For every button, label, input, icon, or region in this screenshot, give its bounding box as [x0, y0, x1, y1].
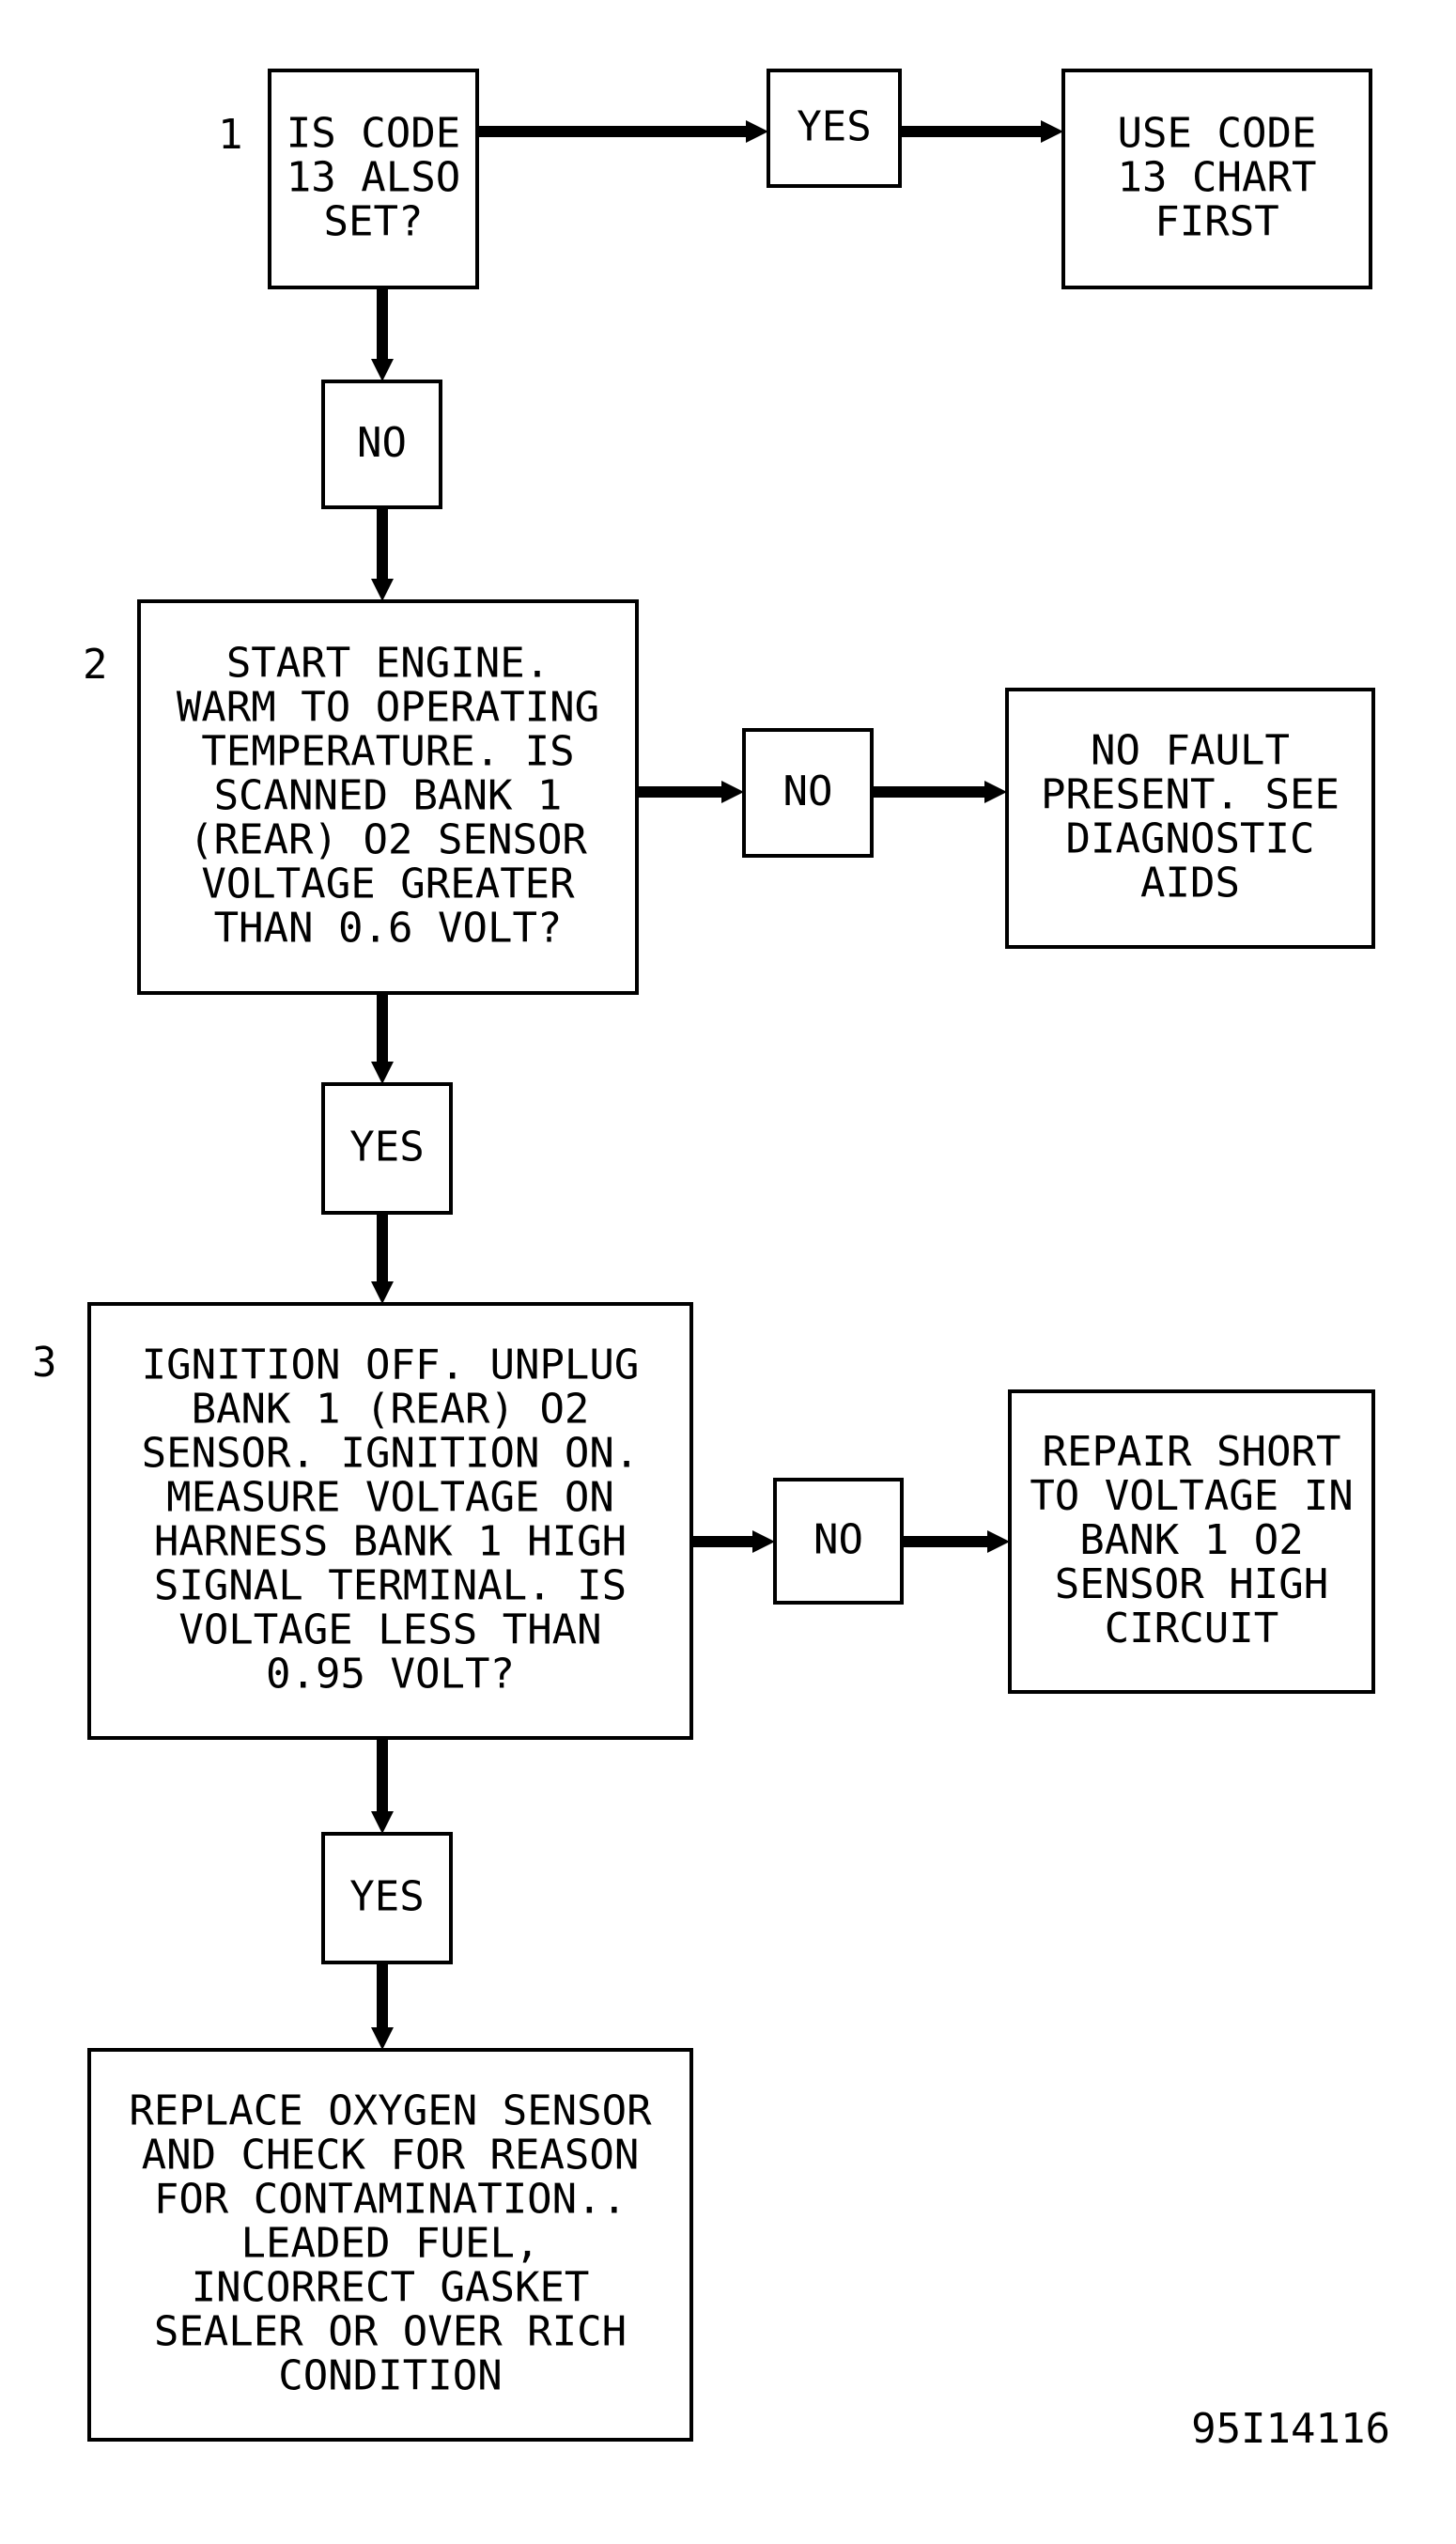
- box-text-line: BANK 1 (REAR) O2: [192, 1386, 590, 1434]
- box-text-line: VOLTAGE LESS THAN: [178, 1606, 601, 1654]
- box-text-line: YES: [349, 1873, 424, 1921]
- box-text-line: TO VOLTAGE IN: [1030, 1472, 1353, 1520]
- arrow-yes-to-replace-sensor: [371, 1962, 394, 2050]
- box-text-line: HARNESS BANK 1 HIGH: [154, 1518, 627, 1566]
- box-text-line: NO: [783, 768, 833, 815]
- box-text-line: IS CODE: [287, 110, 460, 158]
- box-text-line: AIDS: [1140, 860, 1240, 907]
- box-text-line: THAN 0.6 VOLT?: [214, 905, 563, 953]
- box-text-line: SENSOR HIGH: [1055, 1560, 1328, 1608]
- box-text-line: NO: [813, 1516, 863, 1564]
- step1-number: 1: [218, 111, 243, 159]
- box-text-line: 0.95 VOLT?: [266, 1651, 515, 1699]
- arrow-step3-to-yes: [371, 1738, 394, 1834]
- arrow-no-to-step2: [371, 507, 394, 601]
- box-text-line: START ENGINE.: [226, 640, 550, 688]
- box-text-line: NO FAULT: [1091, 727, 1290, 775]
- arrow-no-to-no-fault: [872, 781, 1007, 803]
- box-text-line: SEALER OR OVER RICH: [154, 2308, 627, 2356]
- box-text-line: SCANNED BANK 1: [214, 772, 563, 820]
- box-text-line: 13 ALSO: [287, 154, 460, 202]
- arrow-yes-to-step3: [371, 1213, 394, 1304]
- box-text-line: WARM TO OPERATING: [177, 684, 599, 732]
- yes-box-3: YES: [321, 1832, 453, 1964]
- box-text-line: YES: [797, 103, 871, 151]
- box-text-line: TEMPERATURE. IS: [201, 728, 574, 776]
- arrow-step1-to-yes: [477, 120, 768, 143]
- arrow-step1-to-no: [371, 287, 394, 381]
- box-text-line: FIRST: [1154, 198, 1278, 246]
- box-text-line: BANK 1 O2: [1079, 1516, 1303, 1564]
- box-text-line: YES: [349, 1124, 424, 1171]
- box-text-line: AND CHECK FOR REASON: [142, 2132, 640, 2179]
- box-text-line: IGNITION OFF. UNPLUG: [142, 1342, 640, 1389]
- arrow-no-to-repair-short: [902, 1530, 1010, 1553]
- figure-id: 95I14116: [1191, 2405, 1390, 2453]
- box-text-line: VOLTAGE GREATER: [201, 861, 575, 908]
- box-text-line: FOR CONTAMINATION..: [154, 2176, 627, 2224]
- yes-box-1: YES: [767, 69, 902, 188]
- box-text-line: MEASURE VOLTAGE ON: [166, 1474, 614, 1522]
- connectors: [371, 120, 1063, 2050]
- box-text-line: REPLACE OXYGEN SENSOR: [129, 2087, 652, 2135]
- box-text-line: LEADED FUEL,: [241, 2220, 540, 2268]
- yes-box-2: YES: [321, 1082, 453, 1215]
- arrow-yes-to-use-code-13: [900, 120, 1063, 143]
- box-text-line: PRESENT. SEE: [1041, 771, 1340, 819]
- box-text-line: SIGNAL TERMINAL. IS: [154, 1562, 627, 1610]
- box-text-line: SET?: [324, 198, 424, 246]
- box-text-line: REPAIR SHORT: [1043, 1428, 1341, 1476]
- arrow-step2-to-yes: [371, 993, 394, 1084]
- no-box-3: NO: [773, 1478, 904, 1605]
- box-text-line: DIAGNOSTIC: [1066, 815, 1315, 863]
- box-text-line: SENSOR. IGNITION ON.: [142, 1430, 640, 1478]
- box-text-line: CIRCUIT: [1105, 1605, 1278, 1652]
- box-text-line: USE CODE: [1118, 110, 1317, 158]
- no-box-2: NO: [742, 728, 874, 858]
- box-text-line: INCORRECT GASKET: [192, 2264, 590, 2312]
- no-box-1: NO: [321, 380, 442, 509]
- step3-number: 3: [32, 1339, 57, 1387]
- step2-number: 2: [83, 641, 108, 689]
- box-text-line: CONDITION: [278, 2352, 502, 2400]
- step2-question-box: START ENGINE.WARM TO OPERATINGTEMPERATUR…: [137, 599, 639, 995]
- arrow-step3-to-no: [691, 1530, 775, 1553]
- box-text-line: 13 CHART: [1118, 154, 1317, 202]
- box-text-line: NO: [357, 419, 407, 467]
- box-text-line: (REAR) O2 SENSOR: [189, 816, 587, 864]
- arrow-step2-to-no: [637, 781, 744, 803]
